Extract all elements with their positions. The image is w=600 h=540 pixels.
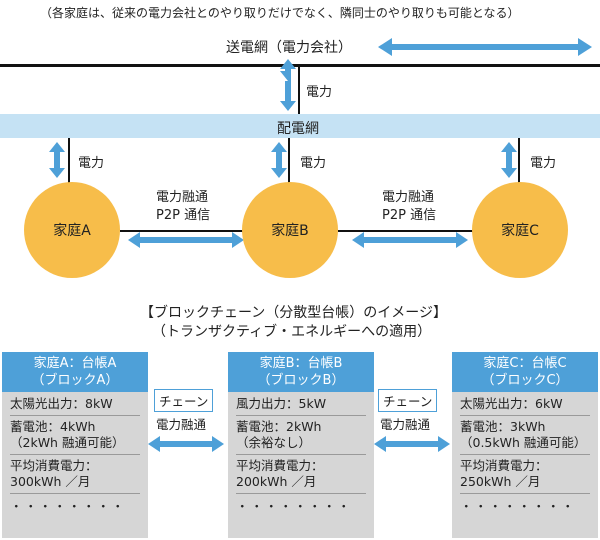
ledger-a-consumption-value: 300kWh ／月 (10, 474, 91, 489)
ledger-c-battery: 蓄電池：3kWh (460, 419, 546, 434)
ledger-a-generation: 太陽光出力：8kW (10, 396, 113, 411)
chain-arrow-ab-icon (148, 436, 224, 452)
top-note: （各家庭は、従来の電力会社とのやり取りだけでなく、隣同士のやり取りも可能となる） (40, 6, 520, 20)
chain-sub-bc: 電力融通 (380, 417, 431, 432)
blockchain-title: 【ブロックチェーン（分散型台帳）のイメージ】 (140, 305, 448, 321)
ledger-c: 家庭C：台帳C （ブロックC） 太陽光出力：6kW 蓄電池：3kWh （0.5k… (452, 352, 598, 538)
household-b: 家庭B (242, 182, 338, 278)
p2p-arrow-ab-icon (128, 232, 244, 248)
ledger-a-consumption-label: 平均消費電力： (10, 458, 98, 473)
grid-arrow-icon (378, 38, 592, 56)
power-label-c: 電力 (530, 156, 557, 171)
ledger-b-battery-note: （余裕なし） (236, 435, 312, 450)
p2p-ab-line1: 電力融通 (156, 190, 209, 205)
power-arrow-b-icon (271, 142, 287, 178)
ledger-b-title: 家庭B：台帳B (259, 356, 343, 371)
p2p-arrow-bc-icon (352, 232, 468, 248)
ledger-b-block: （ブロックB） (257, 373, 345, 388)
ledger-a-header: 家庭A：台帳A （ブロックA） (2, 352, 148, 392)
ledger-c-consumption-value: 250kWh ／月 (460, 474, 541, 489)
household-a-label: 家庭A (53, 223, 91, 239)
stem-a (68, 138, 70, 186)
power-label-b: 電力 (300, 156, 327, 171)
distribution-band (0, 114, 600, 138)
distribution-label: 配電網 (277, 121, 319, 137)
ledger-b-more: ・・・・・・・・ (236, 499, 353, 514)
p2p-bc-line2: P2P 通信 (382, 208, 437, 223)
power-arrow-a-icon (49, 142, 65, 178)
ledger-c-battery-note: （0.5kWh 融通可能） (460, 435, 587, 450)
stem-b (288, 138, 290, 186)
p2p-ab-line2: P2P 通信 (156, 208, 211, 223)
ledger-b-consumption-value: 200kWh ／月 (236, 474, 317, 489)
ledger-b-header: 家庭B：台帳B （ブロックB） (228, 352, 374, 392)
ledger-a-battery: 蓄電池：4kWh (10, 419, 96, 434)
ledger-c-header: 家庭C：台帳C （ブロックC） (452, 352, 598, 392)
p2p-line-bc (338, 230, 482, 232)
ledger-a-block: （ブロックA） (31, 373, 119, 388)
chain-label-ab: チェーン (154, 389, 214, 412)
transmission-line (0, 64, 600, 67)
household-b-label: 家庭B (271, 223, 309, 239)
power-label-a: 電力 (78, 156, 105, 171)
ledger-c-more: ・・・・・・・・ (460, 499, 577, 514)
ledger-a-more: ・・・・・・・・ (10, 499, 127, 514)
chain-sub-ab: 電力融通 (156, 417, 207, 432)
transmission-stem (298, 66, 300, 114)
blockchain-subtitle: （トランザクティブ・エネルギーへの適用） (152, 324, 432, 340)
p2p-line-ab (120, 230, 260, 232)
ledger-b-battery: 蓄電池：2kWh (236, 419, 322, 434)
ledger-b-consumption-label: 平均消費電力： (236, 458, 324, 473)
chain-label-bc: チェーン (378, 389, 438, 412)
transmission-power-arrow-icon (280, 59, 296, 111)
household-a: 家庭A (24, 182, 120, 278)
ledger-c-block: （ブロックC） (481, 373, 569, 388)
grid-label: 送電網（電力会社） (226, 40, 352, 56)
chain-arrow-bc-icon (374, 436, 450, 452)
ledger-a-battery-note: （2kWh 融通可能） (10, 435, 125, 450)
transmission-power-label: 電力 (306, 85, 333, 100)
ledger-b: 家庭B：台帳B （ブロックB） 風力出力：5kW 蓄電池：2kWh （余裕なし）… (228, 352, 374, 538)
ledger-a-title: 家庭A：台帳A (33, 356, 117, 371)
household-c: 家庭C (472, 182, 568, 278)
ledger-c-consumption-label: 平均消費電力： (460, 458, 548, 473)
stem-c (518, 138, 520, 186)
ledger-b-generation: 風力出力：5kW (236, 396, 327, 411)
p2p-bc-line1: 電力融通 (382, 190, 435, 205)
ledger-c-title: 家庭C：台帳C (483, 356, 567, 371)
household-c-label: 家庭C (501, 223, 539, 239)
ledger-c-generation: 太陽光出力：6kW (460, 396, 563, 411)
power-arrow-c-icon (501, 142, 517, 178)
ledger-a: 家庭A：台帳A （ブロックA） 太陽光出力：8kW 蓄電池：4kWh （2kWh… (2, 352, 148, 538)
